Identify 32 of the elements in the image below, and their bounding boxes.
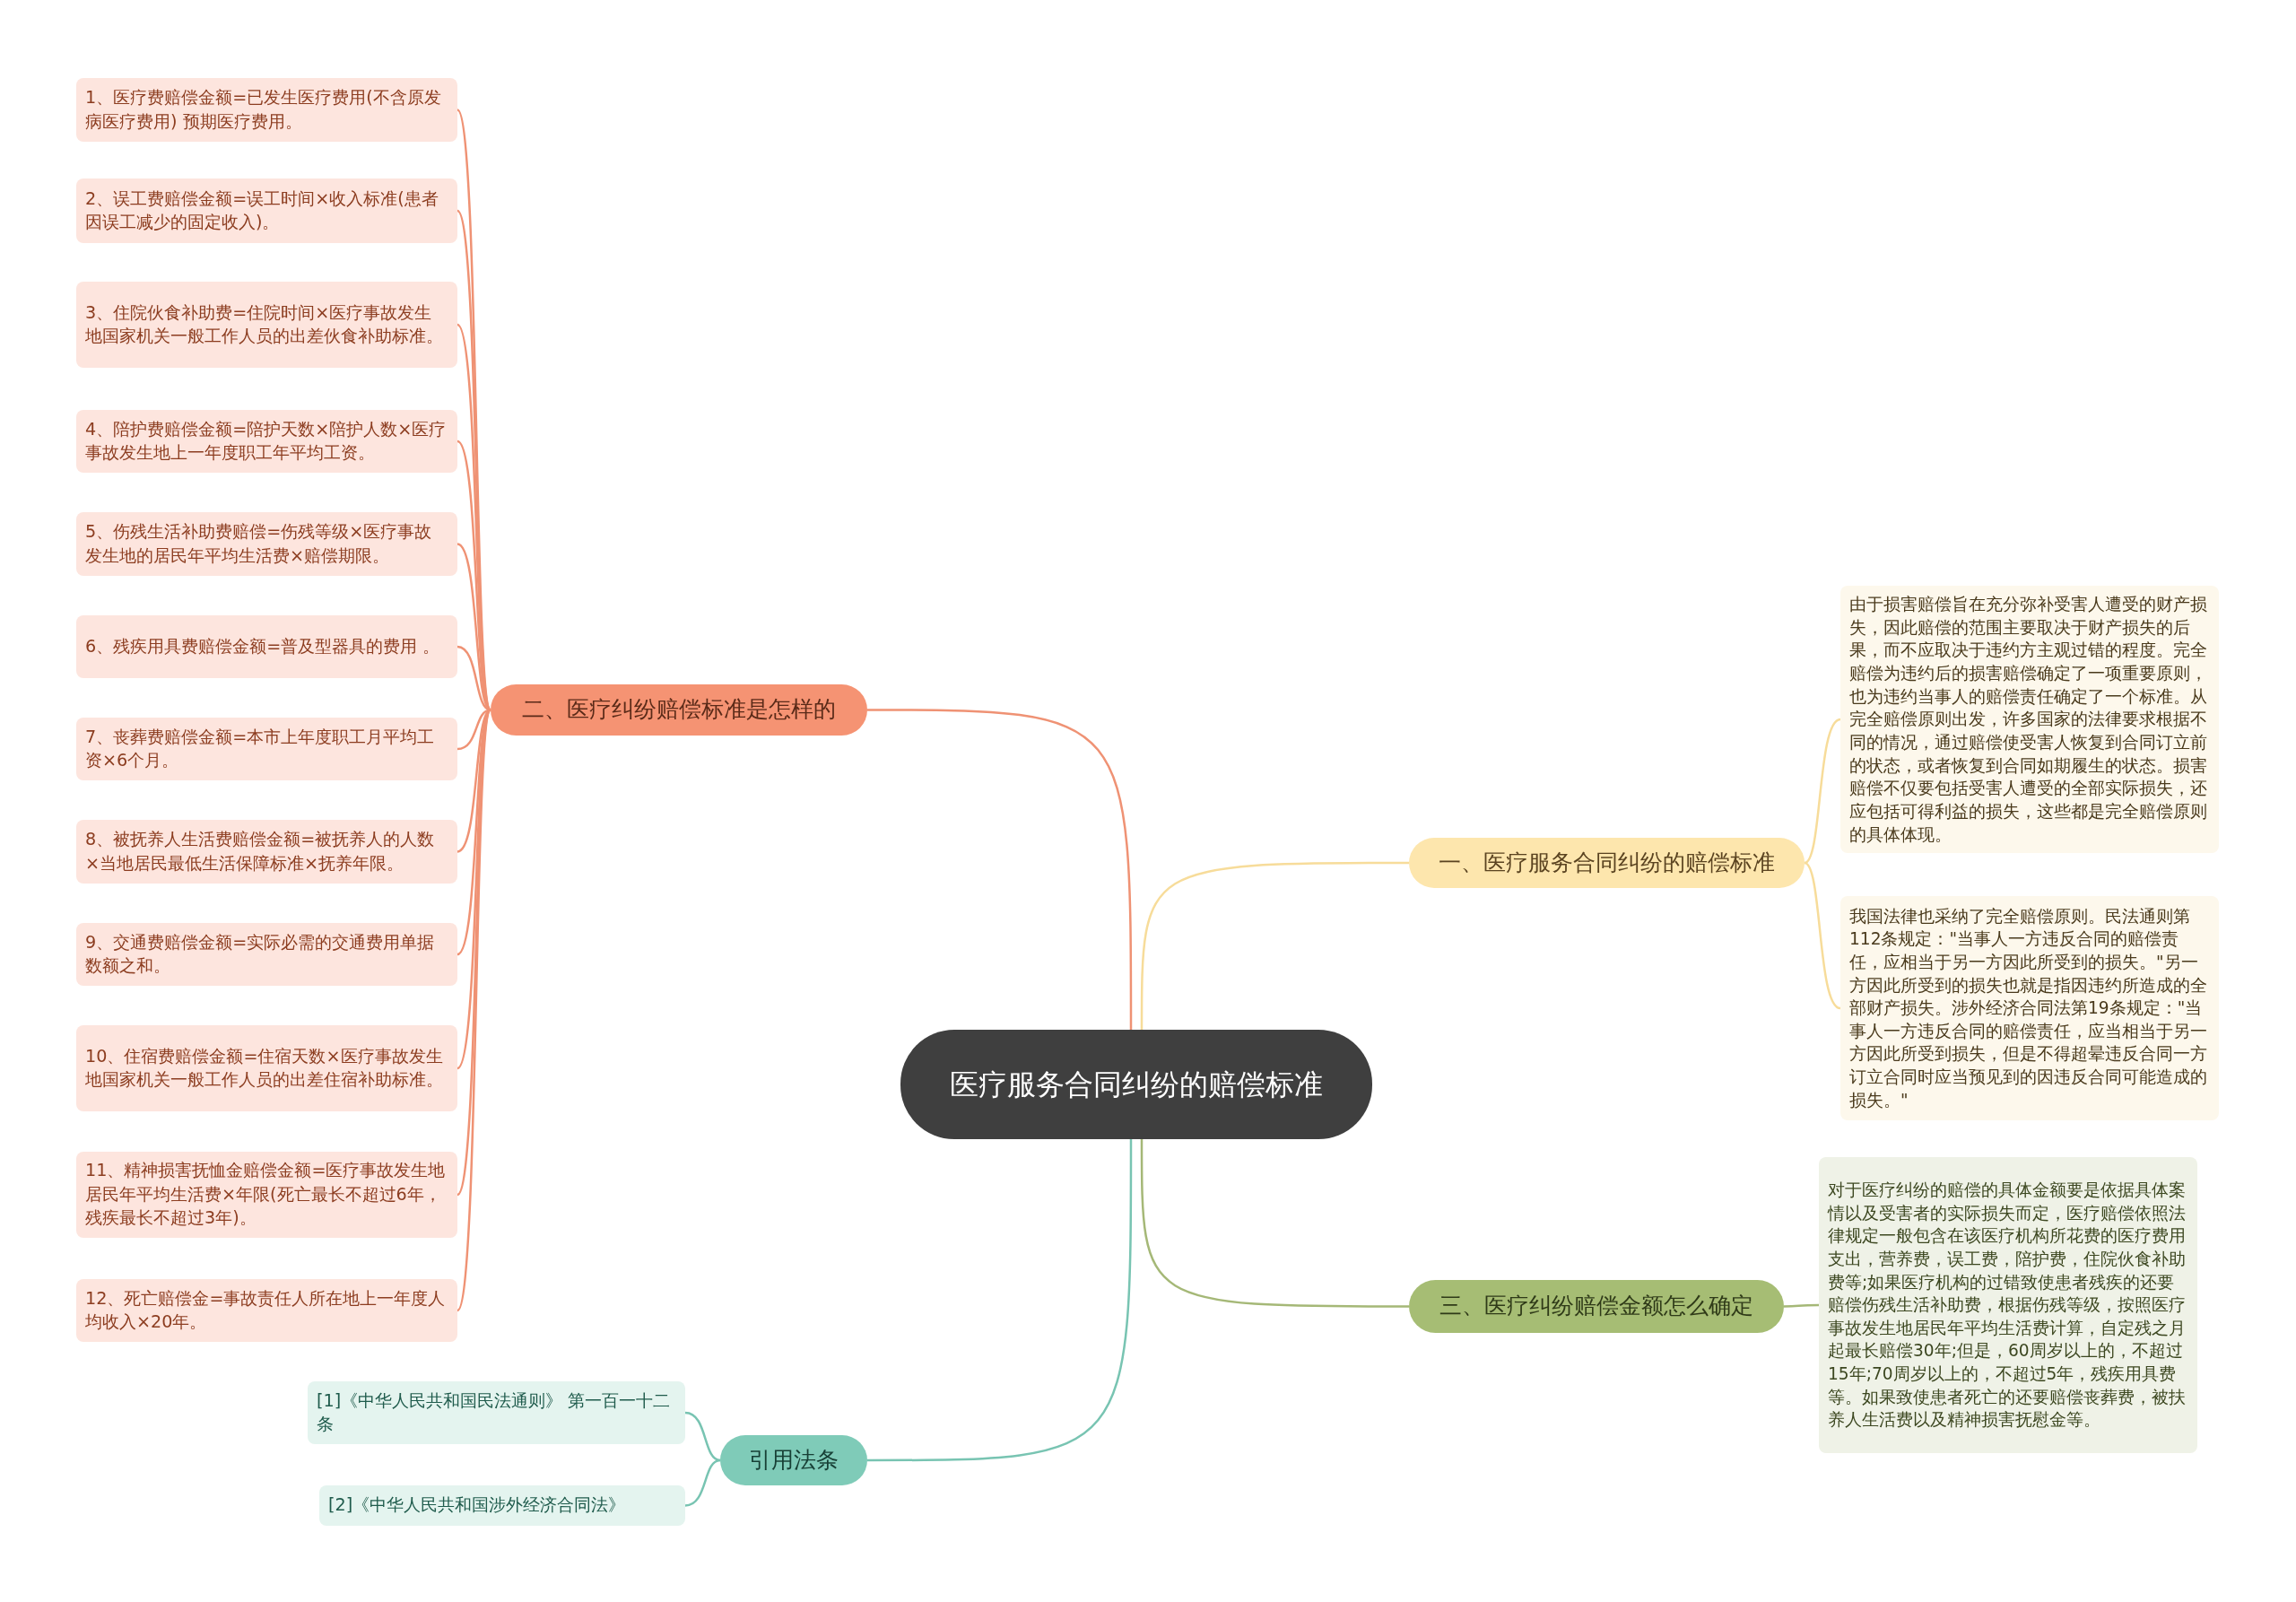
connector-line xyxy=(684,1411,721,1462)
connector-line xyxy=(1784,1303,1819,1308)
formula-card: 6、残疾用具费赔偿金额=普及型器具的费用 。 xyxy=(76,615,457,678)
formula-card: 12、死亡赔偿金=事故责任人所在地上一年度人均收入×20年。 xyxy=(76,1279,457,1342)
note-card: 由于损害赔偿旨在充分弥补受害人遭受的财产损失，因此赔偿的范围主要取决于财产损失的后果，而不应取决于违约方主观过错的程度。完全赔偿为违约后的损害赔偿确定了一项重要原则，也为违约当事人的赔偿责任确定了一个标准。从完全赔偿原则出发，许多国家的法律要求根据不同的情况，通过赔偿使受害人恢复到合同订立前的状态，或者恢复到合同如期履生的状态。损害赔偿不仅要包括受害人遭受的全部实际损失，还应包括可得利益的损失，这些都是完全赔偿原则的具体体现。 xyxy=(1840,586,2219,854)
branch-topic: 一、医疗服务合同纠纷的赔偿标准 xyxy=(1409,838,1805,888)
citation-card: [1]《中华人民共和国民法通则》 第一百一十二条 xyxy=(308,1381,685,1444)
formula-card: 4、陪护费赔偿金额=陪护天数×陪护人数×医疗事故发生地上一年度职工年平均工资。 xyxy=(76,410,457,473)
formula-card: 2、误工费赔偿金额=误工时间×收入标准(患者因误工减少的固定收入)。 xyxy=(76,178,457,243)
formula-card: 1、医疗费赔偿金额=已发生医疗费用(不含原发病医疗费用) 预期医疗费用。 xyxy=(76,78,457,142)
formula-card: 7、丧葬费赔偿金额=本市上年度职工月平均工资×6个月。 xyxy=(76,718,457,780)
formula-card: 8、被抚养人生活费赔偿金额=被抚养人的人数×当地居民最低生活保障标准×抚养年限。 xyxy=(76,820,457,884)
connector-line xyxy=(867,1139,1133,1462)
connector-line xyxy=(1140,861,1409,1030)
formula-card: 11、精神损害抚恤金赔偿金额=医疗事故发生地居民年平均生活费×年限(死亡最长不超过6年，残疾最长不超过3年)。 xyxy=(76,1152,457,1238)
note-card: 对于医疗纠纷的赔偿的具体金额要是依据具体案情以及受害者的实际损失而定，医疗赔偿依照法律规定一般包含在该医疗机构所花费的医疗费用支出，营养费，误工费，陪护费，住院伙食补助费等;如果医疗机构的过错致使患者残疾的还要赔偿伤残生活补助费，根据伤残等级，按照医疗事故发生地居民年平均生活费计算，自定残之月起最长赔偿30年;但是，60周岁以上的，不超过15年;70周岁以上的，不超过5年，残疾用具费等。如果致使患者死亡的还要赔偿丧葬费，被扶养人生活费以及精神损害抚慰金等。 xyxy=(1819,1157,2197,1453)
formula-card: 3、住院伙食补助费=住院时间×医疗事故发生地国家机关一般工作人员的出差伙食补助标准。 xyxy=(76,282,457,368)
formula-card: 9、交通费赔偿金额=实际必需的交通费用单据数额之和。 xyxy=(76,923,457,986)
connector-line xyxy=(1804,718,1841,865)
formula-card: 10、住宿费赔偿金额=住宿天数×医疗事故发生地国家机关一般工作人员的出差住宿补助标准。 xyxy=(76,1025,457,1111)
connector-line xyxy=(456,710,492,1311)
central-topic: 医疗服务合同纠纷的赔偿标准 xyxy=(900,1030,1372,1139)
formula-card: 5、伤残生活补助费赔偿=伤残等级×医疗事故发生地的居民年平均生活费×赔偿期限。 xyxy=(76,512,457,576)
citation-card: [2]《中华人民共和国涉外经济合同法》 xyxy=(319,1485,685,1526)
note-card: 我国法律也采纳了完全赔偿原则。民法通则第112条规定："当事人一方违反合同的赔偿责任，应相当于另一方因此所受到的损失。"另一方因此所受到的损失也就是指因违约所造成的全部财产损失。涉外经济合同法第19条规定："当事人一方违反合同的赔偿责任，应当相当于另一方因此所受到损失，但是不得超晕违反合同一方订立合同时应当预见到的因违反合同可能造成的损失。" xyxy=(1840,896,2219,1120)
branch-topic: 三、医疗纠纷赔偿金额怎么确定 xyxy=(1409,1280,1784,1333)
connector-line xyxy=(1140,1139,1409,1308)
branch-topic: 二、医疗纠纷赔偿标准是怎样的 xyxy=(491,684,867,736)
branch-topic: 引用法条 xyxy=(720,1435,867,1485)
connector-line xyxy=(1804,862,1841,1010)
connector-line xyxy=(867,709,1133,1030)
connector-line xyxy=(684,1458,721,1507)
